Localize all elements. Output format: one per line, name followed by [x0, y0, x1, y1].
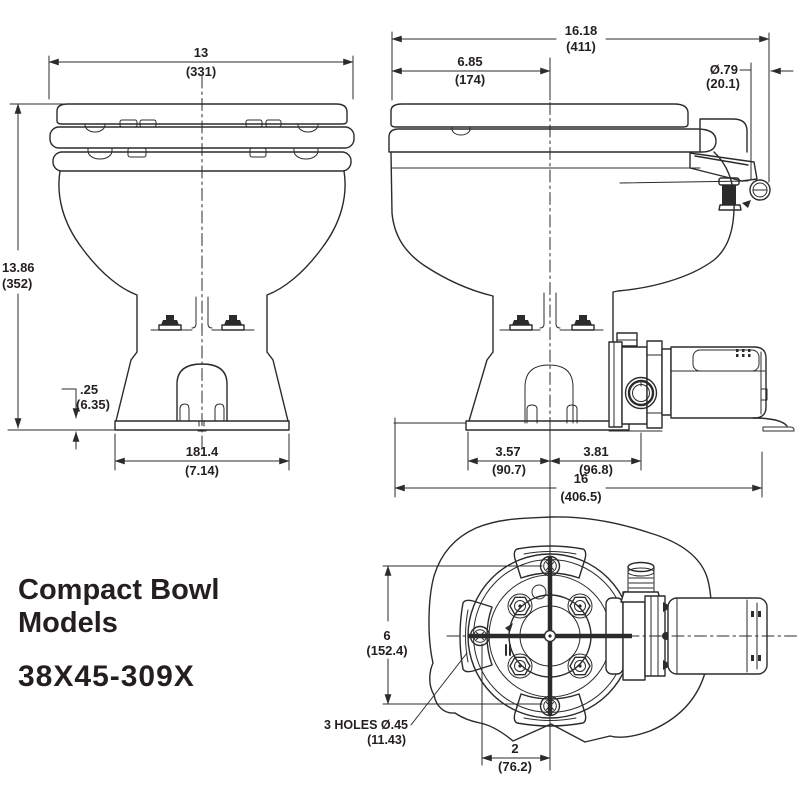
front-view: 13 (331) 13.86 (352) .25 (6.35) 181.4 (7…	[2, 45, 355, 478]
dim-text-overall-in: 16.18	[565, 23, 598, 38]
front-dimensions	[7, 55, 354, 471]
side-hinge-pin	[749, 179, 771, 201]
front-lid-bumpers	[84, 119, 319, 133]
title-block: Compact Bowl Models 38X45-309X	[18, 574, 219, 693]
front-base-arch	[176, 363, 228, 422]
pump-port-outer	[624, 376, 658, 410]
dim-text-hole-span-v-in: 6	[383, 628, 390, 643]
cross-center-dot	[548, 634, 552, 638]
dim-text-footprint-in: 16	[574, 471, 588, 486]
dim-text-hole-span-h-in: 2	[511, 741, 518, 756]
base-outline	[428, 516, 713, 743]
dim-text-fitting-in: Ø.79	[710, 62, 738, 77]
side-hinge-cover	[699, 118, 748, 153]
motor-adapter-side	[661, 348, 672, 416]
motor-label-panel	[692, 349, 760, 372]
motor-body-side	[670, 346, 767, 419]
front-lid	[56, 103, 348, 125]
product-title-line2: Models	[18, 607, 118, 639]
side-mounting-shelf	[499, 292, 604, 331]
model-number: 38X45-309X	[18, 660, 195, 693]
front-bowl-body	[58, 170, 346, 422]
front-seat	[49, 126, 355, 149]
holes-note-line2: (11.43)	[367, 733, 406, 747]
coupling-clamp-marks	[663, 602, 672, 670]
side-base-plate	[465, 420, 630, 431]
bottom-view: 6 (152.4) 3 HOLES Ø.45 (11.43) 2 (76.2)	[324, 426, 798, 774]
side-bowl-rear-profile	[612, 151, 735, 422]
dim-text-hole-span-v-mm: (152.4)	[366, 643, 407, 658]
front-bowl-rim	[52, 151, 352, 172]
side-pump-assembly	[608, 332, 795, 432]
bottom-dimensions	[382, 565, 551, 766]
dim-text-hole-span-h-mm: (76.2)	[498, 759, 532, 774]
dim-ext-overall-length	[391, 31, 770, 183]
pump-housing-side	[621, 346, 648, 425]
dim-text-base-thickness-in: .25	[80, 382, 98, 397]
dim-text-center-front-in: 3.57	[495, 444, 520, 459]
side-view: 16.18 (411) 6.85 (174) Ø.79 (20.1) 3.57 …	[388, 23, 795, 504]
motor-end-tab	[760, 388, 768, 401]
dim-text-base-thickness-mm: (6.35)	[76, 397, 110, 412]
dim-leader-fitting	[739, 62, 752, 181]
dim-text-seat-width-in: 13	[194, 45, 208, 60]
motor-vent-holes	[736, 349, 751, 357]
index-mark	[505, 623, 513, 632]
dim-text-seat-width-mm: (331)	[186, 64, 216, 79]
dim-text-height-in: 13.86	[2, 260, 35, 275]
index-ticks	[505, 644, 511, 656]
side-dimensions	[391, 31, 794, 498]
dim-ext-hole-span-v	[382, 565, 543, 705]
dim-text-center-front-mm: (90.7)	[492, 462, 526, 477]
front-mounting-shelf	[150, 296, 255, 331]
flow-direction-arrow	[742, 200, 751, 208]
motor-bracket-curve	[752, 417, 788, 427]
dim-text-overall-mm: (411)	[566, 39, 596, 54]
side-lid-bumper	[451, 126, 471, 136]
holes-note-leader	[410, 652, 468, 726]
side-bowl-rim-lines	[391, 167, 749, 184]
dim-text-center-rear-mm: (96.8)	[579, 462, 613, 477]
motor-bracket-foot	[762, 426, 795, 432]
side-bowl-front-profile	[390, 152, 494, 422]
front-base-plate	[114, 420, 290, 431]
side-base-arch	[524, 364, 578, 424]
dim-text-base-width-mm: 181.4	[186, 444, 219, 459]
pump-flange-front	[608, 341, 623, 428]
dim-text-fitting-mm: (20.1)	[706, 76, 740, 91]
front-base-center-notch	[197, 420, 207, 432]
dim-text-footprint-mm: (406.5)	[560, 489, 601, 504]
dim-text-front-center-mm: (174)	[455, 72, 485, 87]
dim-base-thickness-upper-arrow	[61, 388, 76, 418]
dim-text-front-center-in: 6.85	[457, 54, 482, 69]
side-lid	[390, 103, 689, 128]
motor-end-vents	[751, 611, 761, 661]
drain-hole	[531, 584, 547, 600]
bottom-pump-assembly	[605, 561, 768, 681]
product-title-line1: Compact Bowl	[18, 574, 219, 606]
holes-note-line1: 3 HOLES Ø.45	[324, 718, 408, 732]
dim-text-base-width-in: (7.14)	[185, 463, 219, 478]
side-seat	[388, 128, 717, 153]
hose-barb-fitting	[620, 561, 662, 603]
dim-text-center-rear-in: 3.81	[583, 444, 608, 459]
dim-text-height-mm: (352)	[2, 276, 32, 291]
